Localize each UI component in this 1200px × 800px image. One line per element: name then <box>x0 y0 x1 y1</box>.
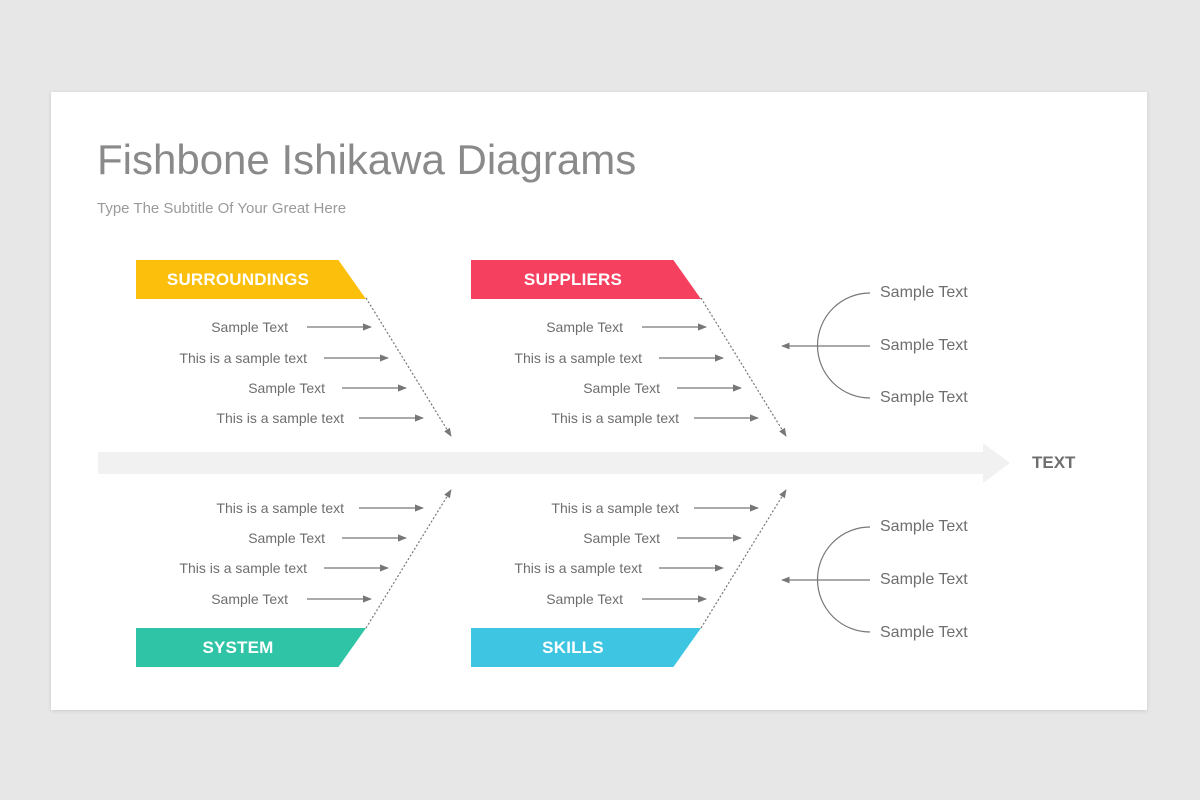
cause-text: This is a sample text <box>514 350 642 366</box>
page-title: Fishbone Ishikawa Diagrams <box>97 136 637 183</box>
cause-text: Sample Text <box>583 380 660 396</box>
cause-text: This is a sample text <box>179 560 307 576</box>
bone-suppliers <box>700 297 787 437</box>
cause-text: This is a sample text <box>216 410 344 426</box>
category-label-skills: SKILLS <box>471 628 701 667</box>
cause-text: Sample Text <box>546 319 623 335</box>
bone-surroundings <box>365 297 452 437</box>
effect-label: TEXT <box>1032 453 1076 472</box>
right-group-text: Sample Text <box>880 284 968 301</box>
cause-text: This is a sample text <box>514 560 642 576</box>
cause-text: Sample Text <box>546 591 623 607</box>
category-label-surroundings: SURROUNDINGS <box>136 260 366 299</box>
category-label-suppliers: SUPPLIERS <box>471 260 701 299</box>
right-group-text: Sample Text <box>880 389 968 406</box>
cause-text: This is a sample text <box>551 410 679 426</box>
cause-text: This is a sample text <box>551 500 679 516</box>
cause-text: This is a sample text <box>179 350 307 366</box>
page-subtitle: Type The Subtitle Of Your Great Here <box>97 200 347 217</box>
slide-canvas <box>51 92 1147 710</box>
cause-text: Sample Text <box>211 319 288 335</box>
cause-text: Sample Text <box>211 591 288 607</box>
right-group-text: Sample Text <box>880 624 968 641</box>
spine-arrow <box>98 443 1010 483</box>
cause-text: Sample Text <box>583 530 660 546</box>
cause-text: Sample Text <box>248 530 325 546</box>
right-group-text: Sample Text <box>880 337 968 354</box>
cause-text: Sample Text <box>248 380 325 396</box>
bone-system <box>365 489 452 629</box>
right-group-text: Sample Text <box>880 518 968 535</box>
category-label-system: SYSTEM <box>136 628 366 667</box>
right-group-text: Sample Text <box>880 571 968 588</box>
bone-skills <box>700 489 787 629</box>
cause-text: This is a sample text <box>216 500 344 516</box>
